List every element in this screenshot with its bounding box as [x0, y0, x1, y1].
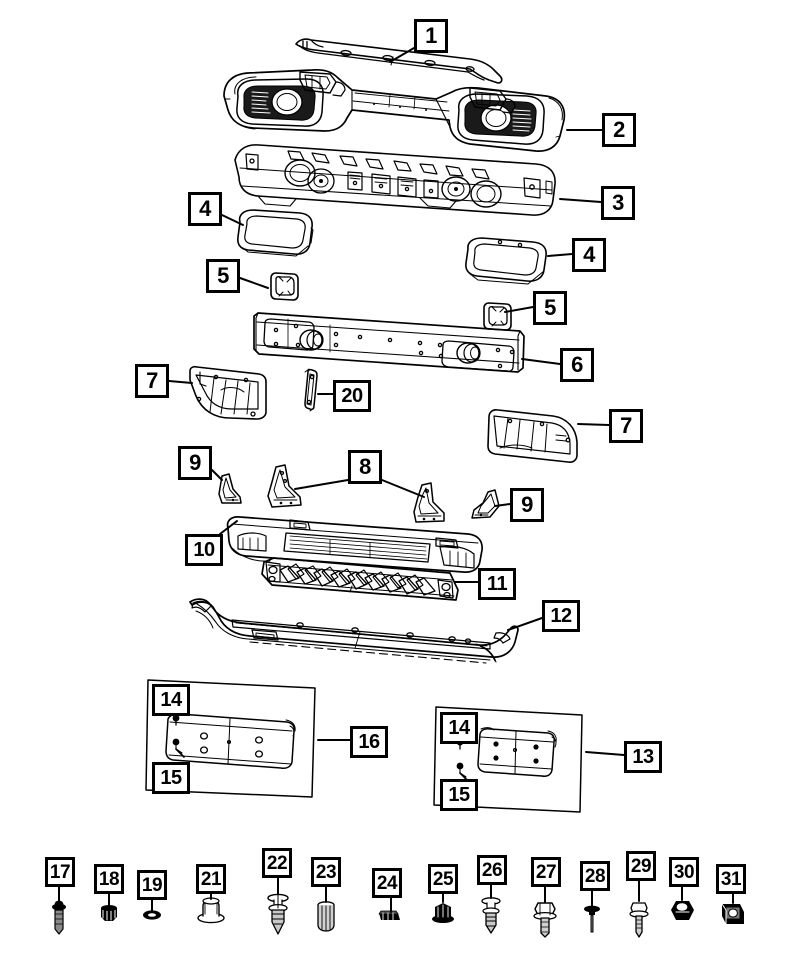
fastener-27-hex-bolt — [533, 902, 557, 938]
callout-10[interactable]: 10 — [185, 534, 223, 566]
callout-22[interactable]: 22 — [262, 848, 292, 878]
callout-11[interactable]: 11 — [478, 568, 516, 600]
fastener-28-pin-rivet — [584, 905, 600, 933]
fastener-23-barrel-nut — [317, 901, 335, 932]
callout-8[interactable]: 8 — [348, 450, 382, 484]
callout-7-left[interactable]: 7 — [135, 364, 169, 398]
callout-15-left[interactable]: 15 — [152, 762, 190, 794]
callout-16[interactable]: 16 — [350, 726, 388, 758]
callout-6[interactable]: 6 — [560, 348, 594, 382]
part-12-lower-valance — [189, 598, 519, 664]
part-11-lower-grille-reinforcement — [261, 557, 459, 601]
fastener-30-hex-nut — [671, 901, 694, 920]
callout-30[interactable]: 30 — [669, 857, 699, 887]
part-8-lower-brackets — [267, 464, 445, 523]
fastener-26-push-pin — [481, 897, 501, 934]
callout-15-right[interactable]: 15 — [440, 779, 478, 811]
fastener-31-u-nut — [721, 903, 744, 925]
part-4-left-fog-bezel — [237, 209, 314, 257]
callout-26[interactable]: 26 — [477, 855, 507, 885]
callout-14-left[interactable]: 14 — [152, 684, 190, 716]
callout-21[interactable]: 21 — [196, 864, 226, 894]
fastener-18-retainer — [101, 905, 117, 921]
callout-5-left[interactable]: 5 — [206, 259, 240, 293]
fastener-19-washer — [143, 910, 161, 920]
callout-18[interactable]: 18 — [94, 864, 124, 894]
part-1-upper-trim-bar — [295, 38, 503, 84]
fastener-leader-lines — [58, 877, 734, 913]
callout-23[interactable]: 23 — [311, 857, 341, 887]
callout-7-right[interactable]: 7 — [609, 409, 643, 443]
part-20-support-strap — [304, 368, 318, 412]
callout-25[interactable]: 25 — [428, 864, 458, 894]
fastener-22-push-pin — [267, 893, 289, 935]
callout-20[interactable]: 20 — [333, 380, 371, 412]
callout-27[interactable]: 27 — [531, 857, 561, 887]
part-9-right-bracket — [471, 489, 500, 519]
callout-31[interactable]: 31 — [716, 864, 746, 894]
callout-17[interactable]: 17 — [45, 857, 75, 887]
callout-3[interactable]: 3 — [601, 186, 635, 220]
callout-24[interactable]: 24 — [372, 868, 402, 898]
callout-9-right[interactable]: 9 — [510, 488, 544, 522]
part-2-front-fascia — [223, 68, 566, 152]
part-7-left-bracket — [189, 365, 267, 420]
callout-4-left[interactable]: 4 — [188, 192, 222, 226]
part-6-bumper-beam — [253, 312, 525, 373]
leader-lines — [168, 47, 625, 756]
fastener-29-screw — [629, 902, 649, 938]
part-10-skid-plate — [226, 516, 483, 573]
part-7-right-bracket — [487, 409, 578, 463]
callout-5-right[interactable]: 5 — [533, 291, 567, 325]
part-4-right-fog-bezel — [465, 237, 547, 285]
callout-1[interactable]: 1 — [414, 19, 448, 53]
part-5-left-tow-cap — [270, 272, 299, 301]
callout-29[interactable]: 29 — [626, 851, 656, 881]
callout-4-right[interactable]: 4 — [572, 238, 606, 272]
fastener-17-bolt — [52, 900, 66, 935]
callout-14-right[interactable]: 14 — [440, 712, 478, 744]
callout-28[interactable]: 28 — [580, 861, 610, 891]
fastener-25-flange-nut — [432, 903, 454, 923]
callout-9-left[interactable]: 9 — [178, 446, 212, 480]
part-3-bumper-reinforcement — [234, 144, 556, 216]
callout-2[interactable]: 2 — [602, 113, 636, 147]
callout-19[interactable]: 19 — [137, 870, 167, 900]
callout-12[interactable]: 12 — [542, 600, 580, 632]
callout-13[interactable]: 13 — [624, 741, 662, 773]
fastener-24-clip-nut — [378, 910, 400, 921]
part-9-left-bracket — [218, 473, 242, 504]
fastener-21-grommet-nut — [197, 897, 225, 924]
